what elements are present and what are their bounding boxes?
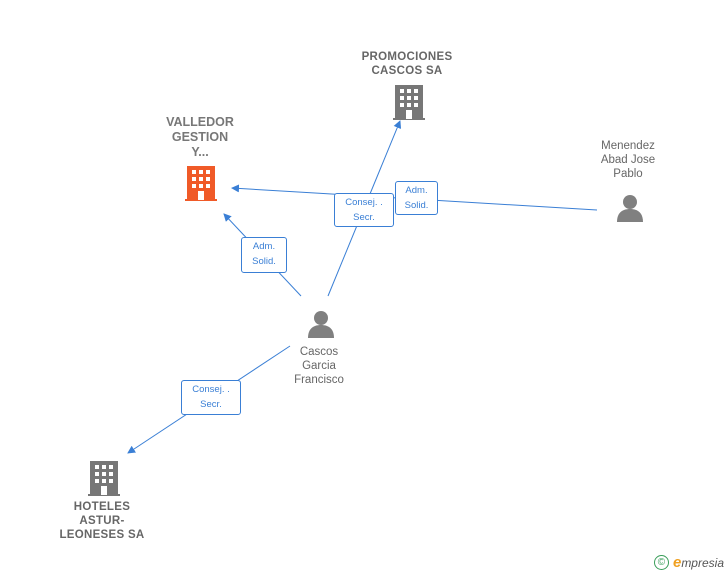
- hoteles-label: HOTELES ASTUR- LEONESES SA: [59, 501, 145, 541]
- node-hoteles[interactable]: HOTELES ASTUR- LEONESES SA: [50, 500, 154, 542]
- copyright-icon: ©: [653, 555, 669, 570]
- cascos-label: Cascos Garcia Francisco: [294, 346, 344, 386]
- edge-label-cascos-valledor[interactable]: Adm. Solid.: [241, 237, 287, 273]
- building-icon: [185, 166, 217, 201]
- node-promociones[interactable]: PROMOCIONES CASCOS SA: [352, 50, 462, 78]
- building-icon: [88, 461, 120, 496]
- edge-label-menendez-valledor[interactable]: Adm. Solid.: [395, 181, 438, 215]
- node-menendez[interactable]: Menendez Abad Jose Pablo: [578, 139, 678, 181]
- building-icon: [393, 85, 425, 120]
- valledor-label: VALLEDOR GESTION Y...: [166, 115, 234, 159]
- promociones-label: PROMOCIONES CASCOS SA: [361, 51, 453, 77]
- person-icon: [308, 311, 334, 338]
- empresia-brand: © empresia: [653, 554, 724, 571]
- node-valledor[interactable]: VALLEDOR GESTION Y...: [150, 115, 250, 160]
- edge-label-cascos-promociones[interactable]: Consej. . Secr.: [334, 193, 394, 227]
- edge-label-cascos-hoteles[interactable]: Consej. . Secr.: [181, 380, 241, 415]
- node-cascos[interactable]: Cascos Garcia Francisco: [269, 345, 369, 387]
- person-icon: [617, 195, 643, 222]
- brand-logo: empresia: [672, 554, 724, 571]
- menendez-label: Menendez Abad Jose Pablo: [600, 140, 656, 180]
